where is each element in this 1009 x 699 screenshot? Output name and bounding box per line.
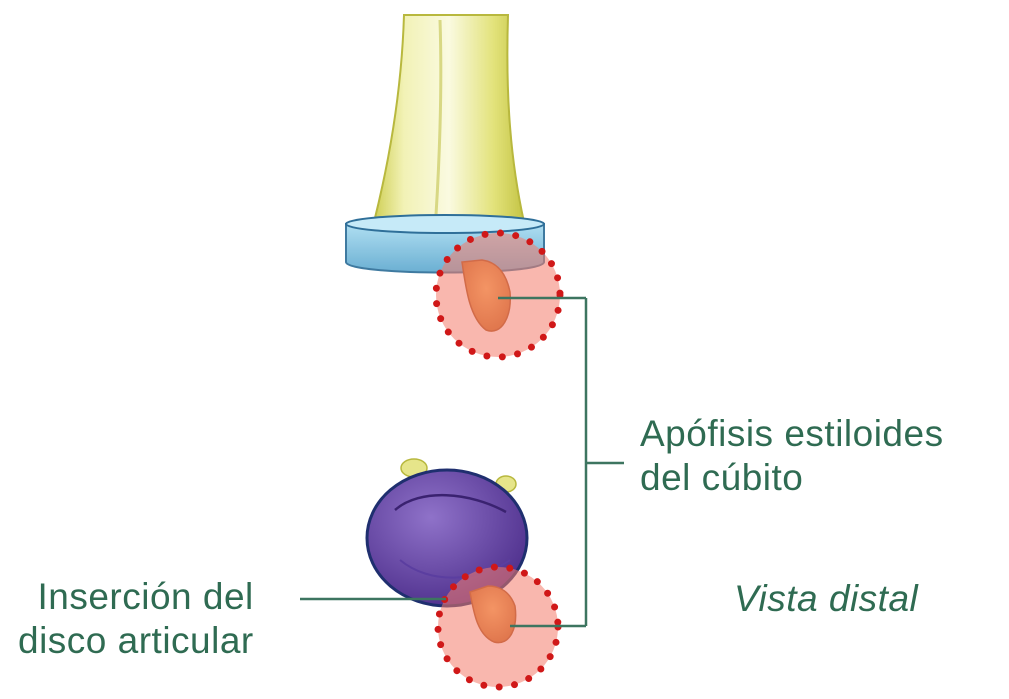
bone-shaft [372, 14, 526, 223]
styloid-label-line2: del cúbito [640, 457, 804, 498]
distal-view-label: Vista distal [734, 578, 919, 619]
styloid-highlight-upper [432, 229, 564, 361]
insertion-label-line2: disco articular [18, 620, 254, 661]
styloid-leader-bracket [498, 296, 624, 628]
disc-insertion-label: Inserción del disco articular [18, 575, 254, 663]
styloid-process-label: Apófisis estiloides del cúbito [640, 412, 944, 500]
styloid-label-line1: Apófisis estiloides [640, 413, 944, 454]
insertion-label-line1: Inserción del [37, 576, 254, 617]
